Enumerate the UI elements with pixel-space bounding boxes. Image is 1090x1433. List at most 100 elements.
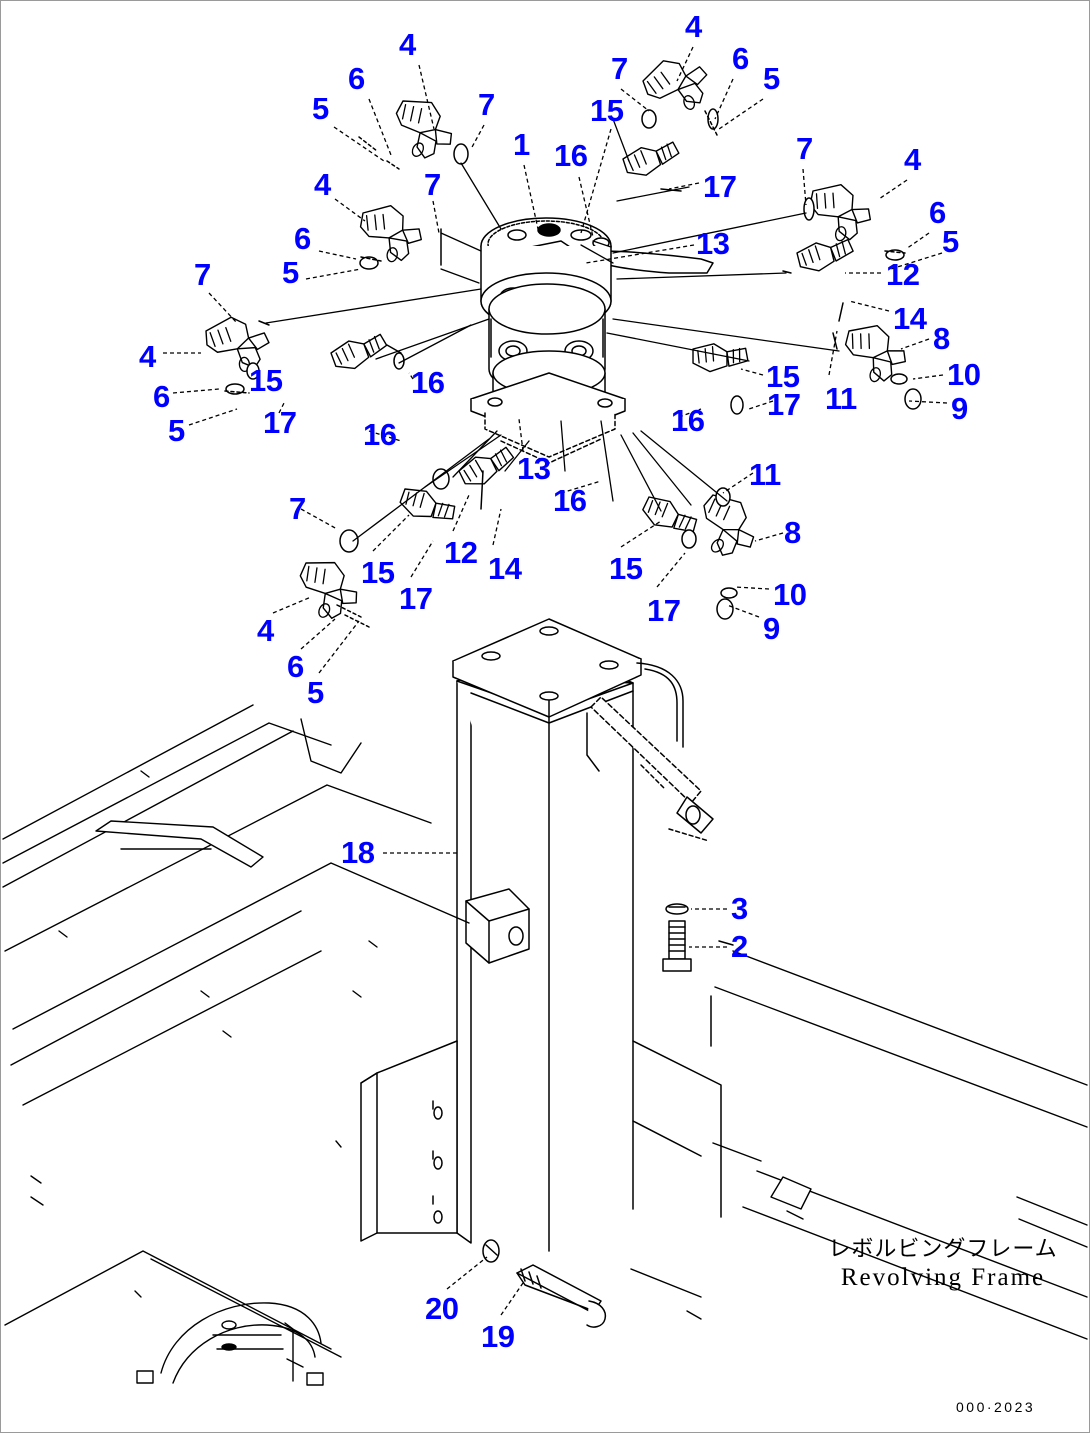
callout-10-24: 10	[947, 357, 981, 392]
leader-line-4-8	[676, 46, 694, 82]
leader-line-17-31	[278, 400, 286, 414]
callout-6-9: 6	[732, 41, 749, 76]
callout-16-33: 16	[363, 417, 397, 452]
diagram-caption: レボルビングフレーム Revolving Frame	[813, 1237, 1073, 1292]
callout-20-57: 20	[425, 1291, 459, 1326]
callout-4-0: 4	[399, 27, 416, 62]
leader-line-9-51	[726, 604, 760, 618]
leader-line-8-23	[900, 338, 930, 350]
document-code: 000·2023	[956, 1399, 1036, 1415]
callout-17-11: 17	[703, 169, 737, 204]
leader-line-9-25	[908, 400, 948, 404]
leader-line-6-1	[368, 98, 392, 156]
leader-line-4-0	[418, 64, 435, 130]
callout-2-56: 2	[731, 929, 748, 964]
callout-11-35: 11	[825, 381, 857, 416]
callout-7-45: 7	[289, 491, 306, 526]
callout-5-29: 5	[168, 413, 185, 448]
leader-line-5-2	[333, 126, 385, 162]
callout-17-37: 17	[767, 387, 801, 422]
callout-6-18: 6	[294, 221, 311, 256]
leader-line-5-19	[305, 268, 362, 280]
callout-14-22: 14	[893, 301, 927, 336]
callout-6-1: 6	[348, 61, 365, 96]
callout-7-7: 7	[611, 51, 628, 86]
leader-line-16-36	[678, 408, 702, 418]
leader-line-15-30	[256, 368, 260, 376]
leader-line-17-53	[656, 552, 686, 588]
callout-19-58: 19	[481, 1319, 515, 1354]
callout-15-6: 15	[590, 93, 624, 128]
callout-11-40: 11	[749, 457, 781, 492]
leader-line-17-44	[410, 540, 434, 578]
callout-6-47: 6	[287, 649, 304, 684]
callout-4-27: 4	[139, 339, 156, 374]
leader-line-11-40	[722, 472, 754, 494]
callout-14-42: 14	[488, 551, 522, 586]
leader-line-4-17	[334, 198, 366, 222]
callout-9-51: 9	[763, 611, 780, 646]
callout-15-52: 15	[609, 551, 643, 586]
callout-16-39: 16	[553, 483, 587, 518]
leader-line-4-46	[272, 596, 312, 614]
callout-5-2: 5	[312, 91, 329, 126]
callout-5-10: 5	[763, 61, 780, 96]
leader-line-12-41	[452, 494, 470, 532]
leader-line-10-24	[912, 374, 944, 380]
leader-line-16-32	[408, 372, 414, 380]
callout-13-16: 13	[696, 226, 730, 261]
leader-line-7-20	[432, 200, 440, 234]
leader-line-13-38	[518, 418, 524, 452]
callout-8-23: 8	[933, 321, 950, 356]
callout-15-34: 15	[766, 359, 800, 394]
callout-5-48: 5	[307, 675, 324, 710]
leader-line-20-57	[446, 1256, 488, 1290]
callout-16-5: 16	[554, 138, 588, 173]
leader-line-15-52	[620, 520, 662, 548]
callout-7-20: 7	[424, 167, 441, 202]
leader-line-10-50	[734, 586, 770, 590]
leader-line-7-3	[470, 124, 485, 150]
callout-15-43: 15	[361, 555, 395, 590]
leader-line-15-43	[372, 514, 410, 552]
callout-4-13: 4	[904, 142, 921, 177]
leader-line-6-9	[714, 78, 734, 120]
caption-english: Revolving Frame	[840, 1264, 1046, 1291]
leader-line-5-29	[188, 408, 238, 426]
leader-line-14-42	[492, 508, 502, 546]
callout-7-26: 7	[194, 257, 211, 292]
callout-7-12: 7	[796, 131, 813, 166]
callout-7-3: 7	[478, 87, 495, 122]
callout-16-36: 16	[671, 403, 705, 438]
leader-line-16-33	[368, 430, 402, 442]
leader-line-6-18	[318, 250, 357, 260]
callout-18-54: 18	[341, 835, 375, 870]
callout-5-15: 5	[942, 224, 959, 259]
leader-line-16-5	[578, 176, 594, 238]
callout-8-49: 8	[784, 515, 801, 550]
callout-6-28: 6	[153, 379, 170, 414]
leader-line-7-45	[300, 508, 338, 530]
leader-line-17-11	[668, 182, 700, 190]
leader-line-6-28	[172, 388, 220, 394]
callout-17-44: 17	[399, 581, 433, 616]
callout-4-17: 4	[314, 167, 331, 202]
leader-line-15-34	[740, 368, 764, 376]
callout-13-38: 13	[517, 451, 551, 486]
callout-15-30: 15	[249, 363, 283, 398]
leader-line-6-47	[300, 618, 336, 650]
callout-10-50: 10	[773, 577, 807, 612]
callout-5-19: 5	[282, 255, 299, 290]
leader-line-6-14	[905, 232, 930, 250]
leader-line-17-37	[748, 400, 774, 410]
callout-9-25: 9	[951, 391, 968, 426]
leader-line-8-49	[754, 532, 784, 542]
leader-line-5-15	[890, 252, 943, 270]
callout-12-41: 12	[444, 535, 478, 570]
callout-17-53: 17	[647, 593, 681, 628]
leader-line-5-48	[318, 620, 360, 674]
leader-line-1-4	[523, 164, 539, 230]
callout-12-21: 12	[886, 257, 920, 292]
